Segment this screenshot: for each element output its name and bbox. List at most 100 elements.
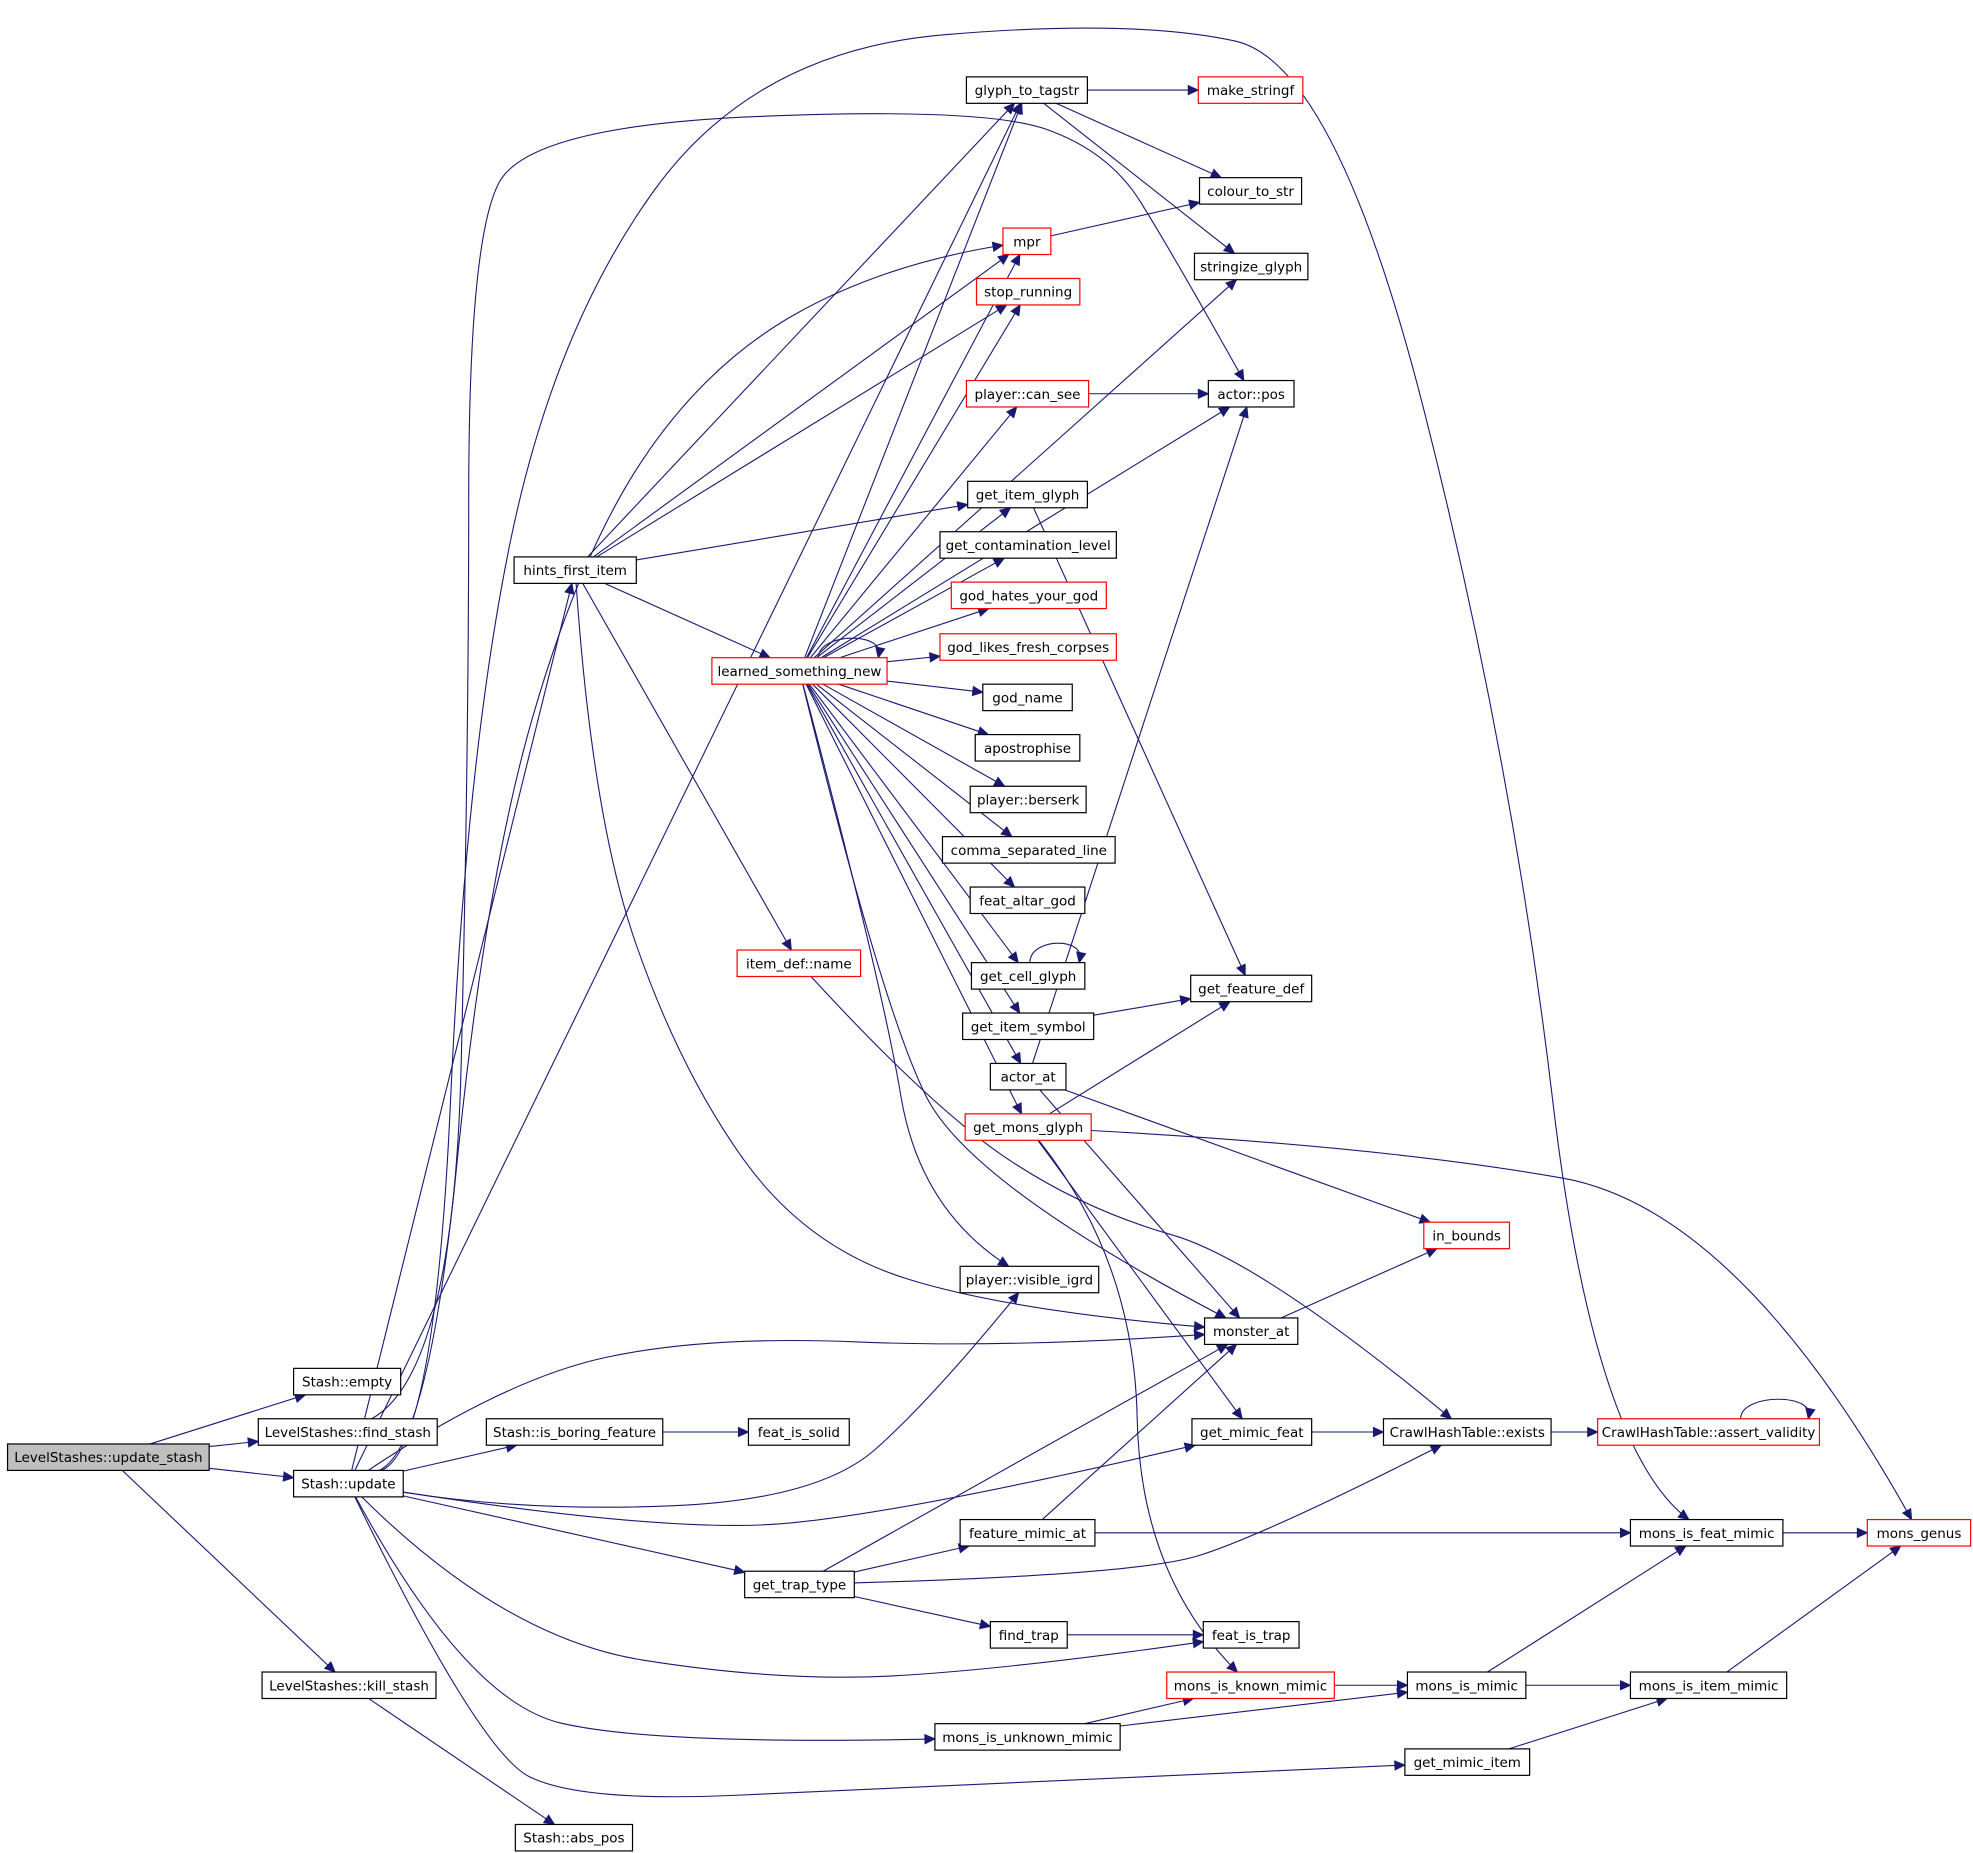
node-in_bounds[interactable]: in_bounds [1423,1221,1511,1250]
edge-stash_update-to-monster_at-arrowhead [1193,1329,1206,1341]
edge-get_mons_glyph-to-mons_genus [1091,1129,1913,1520]
node-comma_separated_line[interactable]: comma_separated_line [941,836,1116,864]
node-hints_first_item[interactable]: hints_first_item [513,556,637,584]
edge-mons_is_unknown_mimic-to-mons_is_mimic-arrowhead [1396,1688,1409,1699]
edge-glyph_to_tagstr-to-make_stringf-arrowhead [1187,84,1200,96]
node-get_mimic_item[interactable]: get_mimic_item [1404,1748,1531,1776]
edge-learned_something_new-to-god_hates_your_god [839,608,989,659]
node-get_mimic_feat[interactable]: get_mimic_feat [1191,1418,1313,1446]
node-get_item_symbol[interactable]: get_item_symbol [962,1012,1095,1041]
node-abs_pos[interactable]: Stash::abs_pos [514,1823,634,1852]
node-mons_genus[interactable]: mons_genus [1866,1518,1972,1547]
node-hash_exists[interactable]: CrawlHashTable::exists [1382,1418,1552,1446]
node-box [514,1823,634,1852]
edge-hints_first_item-to-get_item_glyph-arrowhead [956,501,969,512]
edge-learned_something_new-to-player_can_see [809,406,1018,659]
node-make_stringf[interactable]: make_stringf [1197,76,1304,104]
node-assert_validity[interactable]: CrawlHashTable::assert_validity [1597,1418,1821,1446]
node-monster_at[interactable]: monster_at [1203,1317,1299,1346]
node-feature_mimic_at[interactable]: feature_mimic_at [959,1518,1096,1547]
edge-actor_at-to-actor_pos [1031,406,1248,1064]
edge-learned_something_new-to-feat_altar_god-arrowhead [1003,875,1016,888]
node-mons_is_mimic[interactable]: mons_is_mimic [1406,1671,1527,1700]
node-label: feat_is_solid [758,1425,840,1441]
node-mons_is_unknown_mimic[interactable]: mons_is_unknown_mimic [934,1723,1121,1751]
edge-learned_something_new-to-god_name-arrowhead [971,685,985,697]
node-apostrophise[interactable]: apostrophise [974,733,1081,762]
node-label: Stash::update [301,1477,395,1493]
node-mons_is_item_mimic[interactable]: mons_is_item_mimic [1629,1671,1788,1700]
edge-learned_something_new-to-visible_igrd [802,684,1009,1267]
node-update_stash[interactable]: LevelStashes::update_stash [6,1443,210,1472]
node-get_cell_glyph[interactable]: get_cell_glyph [970,962,1086,990]
edge-get_item_symbol-to-get_feature_def [1093,998,1191,1016]
node-label: get_trap_type [753,1577,847,1593]
node-is_boring_feature[interactable]: Stash::is_boring_feature [485,1418,664,1446]
node-box [939,633,1117,661]
node-label: mons_is_feat_mimic [1639,1526,1775,1542]
node-label: hints_first_item [523,563,627,579]
node-label: feat_altar_god [979,893,1076,909]
node-stringize_glyph[interactable]: stringize_glyph [1193,252,1309,281]
node-feat_is_trap[interactable]: feat_is_trap [1202,1621,1300,1649]
node-stash_update[interactable]: Stash::update [292,1469,404,1498]
node-learned_something_new[interactable]: learned_something_new [711,657,888,685]
node-get_feature_def[interactable]: get_feature_def [1190,974,1313,1003]
node-kill_stash[interactable]: LevelStashes::kill_stash [261,1671,437,1700]
edge-stash_update-to-get_mimic_item [354,1496,1405,1798]
node-box [1166,1671,1335,1700]
node-label: Stash::empty [302,1375,392,1391]
edge-get_trap_type-to-hash_exists [854,1444,1442,1584]
edge-stash_update-to-get_mimic_feat [403,1444,1196,1527]
edge-update_stash-to-stash_empty [149,1394,306,1445]
edge-learned_something_new-to-stringize_glyph-arrowhead [1225,278,1238,291]
node-stash_empty[interactable]: Stash::empty [292,1367,402,1396]
node-feat_altar_god[interactable]: feat_altar_god [969,886,1086,915]
node-box [711,657,888,685]
node-actor_pos[interactable]: actor::pos [1207,379,1295,408]
node-god_name[interactable]: god_name [982,683,1073,712]
node-box [969,785,1087,814]
node-get_trap_type[interactable]: get_trap_type [744,1570,855,1599]
edge-stash_update-to-get_trap_type [403,1495,745,1573]
node-label: god_hates_your_god [959,588,1098,604]
node-box [1191,1418,1313,1446]
node-mpr[interactable]: mpr [1002,227,1052,256]
edge-hints_first_item-to-item_def_name-arrowhead [781,938,792,952]
edge-get_trap_type-to-monster_at [822,1343,1228,1572]
node-get_contamination_level[interactable]: get_contamination_level [939,531,1117,559]
node-label: feat_is_trap [1212,1628,1291,1644]
node-mons_is_known_mimic[interactable]: mons_is_known_mimic [1166,1671,1335,1700]
edge-monster_at-to-in_bounds [1280,1248,1438,1319]
node-feat_is_solid[interactable]: feat_is_solid [747,1418,850,1446]
node-label: player::berserk [977,792,1080,808]
node-label: monster_at [1213,1324,1289,1340]
edge-get_mons_glyph-to-get_mimic_feat-arrowhead [1231,1407,1243,1420]
edge-learned_something_new-to-stop_running [806,304,1021,659]
node-find_trap[interactable]: find_trap [989,1621,1068,1649]
edge-stash_update-to-mpr [378,244,1004,1471]
edge-mons_is_feat_mimic-to-mons_genus-arrowhead [1856,1527,1869,1539]
node-item_def_name[interactable]: item_def::name [736,949,862,978]
edge-get_mons_glyph-to-get_feature_def [1049,1001,1231,1115]
node-get_mons_glyph[interactable]: get_mons_glyph [964,1113,1092,1141]
node-player_can_see[interactable]: player::can_see [965,379,1090,408]
node-box [1406,1671,1527,1700]
node-colour_to_str[interactable]: colour_to_str [1198,177,1303,205]
node-mons_is_feat_mimic[interactable]: mons_is_feat_mimic [1629,1518,1784,1547]
edge-stash_update-to-hints_first_item [351,583,573,1471]
edge-find_stash-to-actor_pos-arrowhead [1234,368,1245,382]
edge-get_item_symbol-to-get_feature_def-arrowhead [1179,995,1192,1006]
node-find_stash[interactable]: LevelStashes::find_stash [257,1418,438,1446]
node-glyph_to_tagstr[interactable]: glyph_to_tagstr [965,76,1088,104]
node-stop_running[interactable]: stop_running [975,277,1081,306]
node-visible_igrd[interactable]: player::visible_igrd [959,1265,1100,1294]
edge-mons_is_mimic-to-mons_is_feat_mimic-arrowhead [1674,1545,1687,1557]
edge-learned_something_new-to-actor_at-arrowhead [1010,1051,1022,1065]
edge-get_trap_type-to-monster_at-arrowhead [1215,1343,1229,1355]
node-player_berserk[interactable]: player::berserk [969,785,1087,814]
node-god_hates_your_god[interactable]: god_hates_your_god [950,581,1107,610]
node-actor_at[interactable]: actor_at [989,1062,1067,1091]
node-get_item_glyph[interactable]: get_item_glyph [967,480,1088,509]
node-god_likes_fresh_corpses[interactable]: god_likes_fresh_corpses [939,633,1117,661]
